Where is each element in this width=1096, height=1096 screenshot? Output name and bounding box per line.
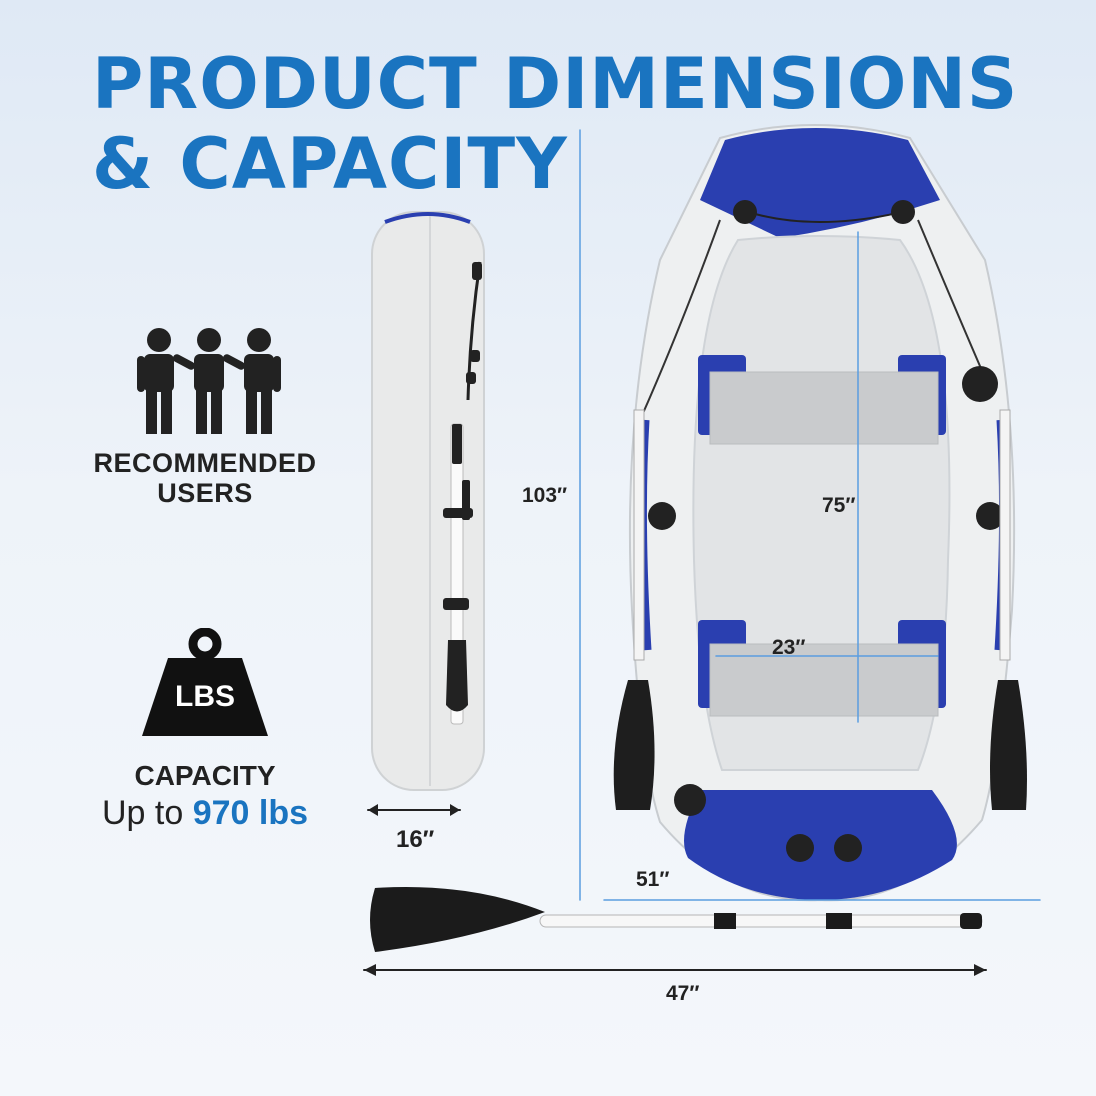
capacity-unit: lbs bbox=[249, 794, 309, 832]
title-line-2: & CAPACITY bbox=[92, 123, 568, 205]
title-line-1: PRODUCT DIMENSIONS bbox=[92, 43, 1019, 125]
oar bbox=[370, 887, 983, 952]
dimension-width-label: 51″ bbox=[636, 868, 670, 891]
dimension-side-width-label: 16″ bbox=[396, 826, 435, 853]
three-people-icon bbox=[137, 328, 281, 434]
capacity-label: CAPACITY bbox=[134, 760, 276, 791]
capacity-number: 970 bbox=[192, 794, 250, 832]
dimension-length-label: 103″ bbox=[522, 484, 568, 507]
dimension-oar-length-label: 47″ bbox=[666, 982, 700, 1005]
boat-side-view bbox=[371, 211, 485, 791]
page-title: PRODUCT DIMENSIONS & CAPACITY bbox=[92, 44, 1018, 204]
weight-icon bbox=[142, 628, 268, 736]
weight-icon-label: LBS bbox=[175, 680, 235, 713]
recommended-users-label: RECOMMENDED USERS bbox=[93, 448, 317, 508]
capacity-value: Up to 970 lbs bbox=[101, 794, 309, 832]
dimension-lines bbox=[363, 129, 1041, 976]
dimension-inner-width-label: 23″ bbox=[772, 636, 806, 659]
boat-top-view bbox=[613, 124, 1027, 902]
dimension-inner-length-label: 75″ bbox=[822, 494, 856, 517]
